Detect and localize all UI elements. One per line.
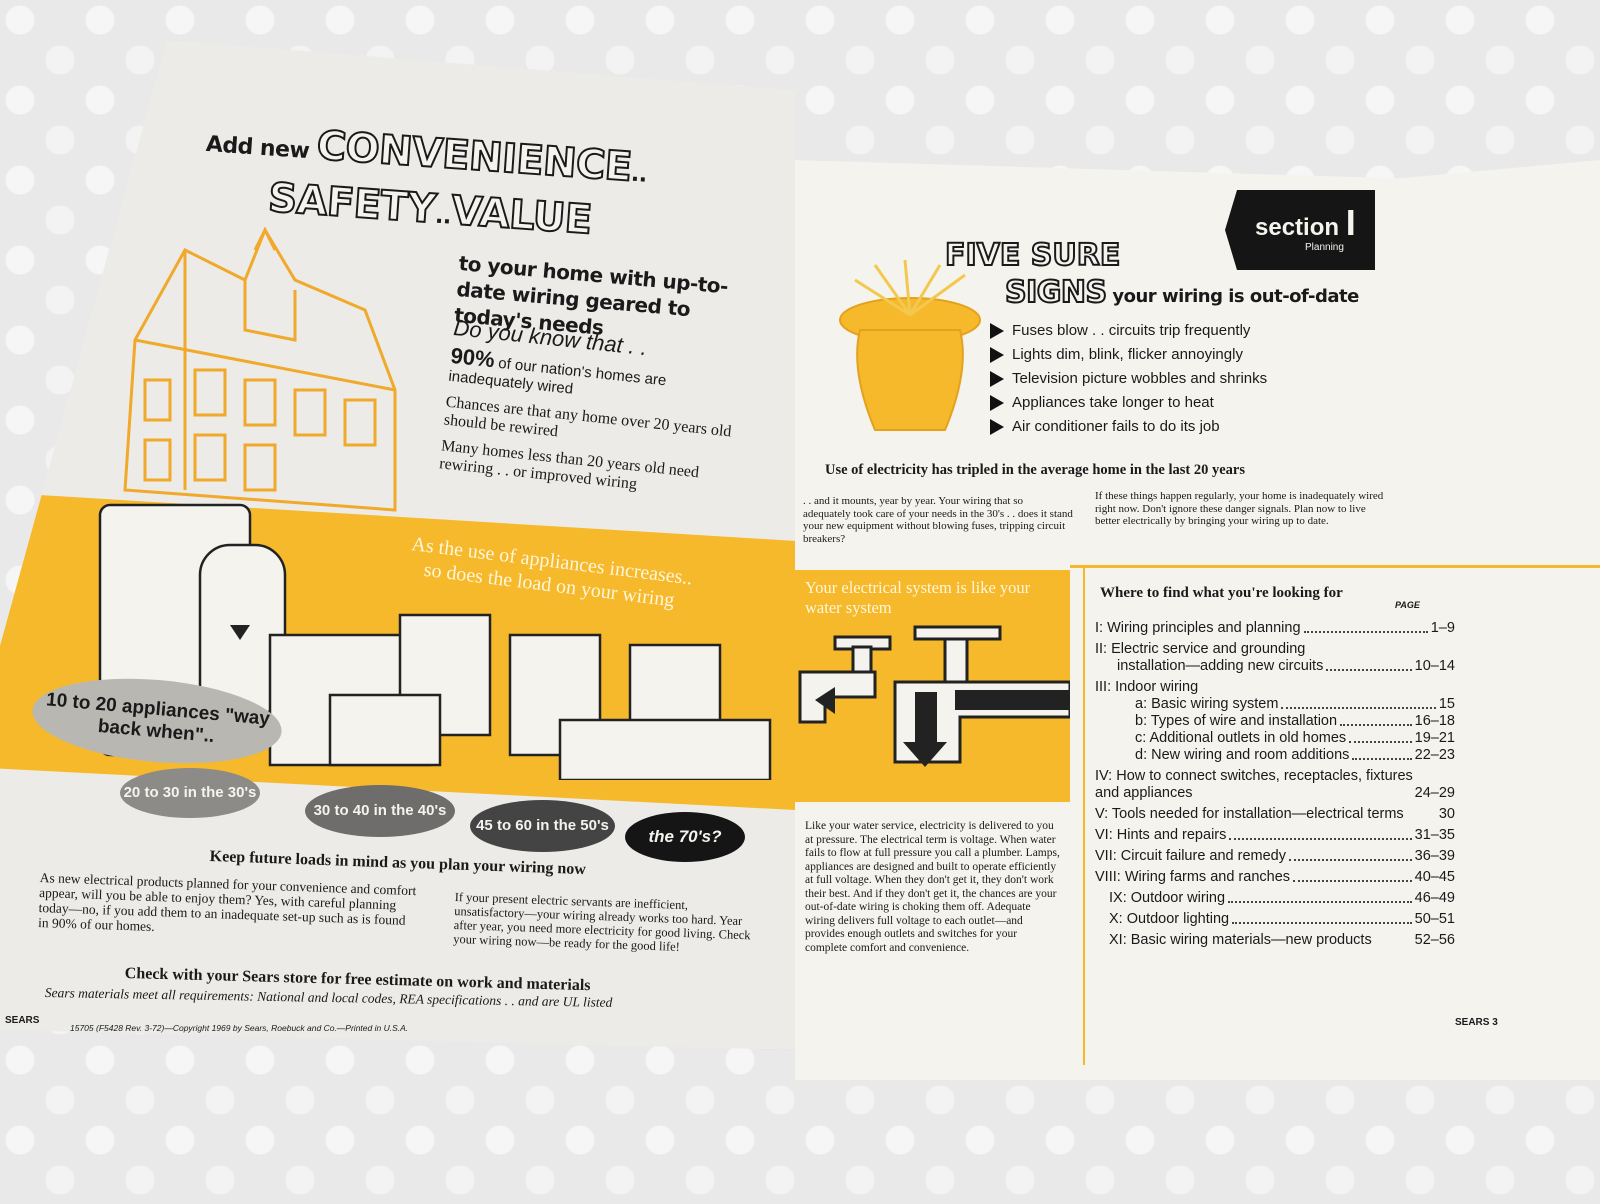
toc-entry[interactable]: IV: How to connect switches, receptacles…	[1095, 768, 1455, 801]
water-text: Like your water service, electricity is …	[805, 820, 1060, 954]
sign-item: Television picture wobbles and shrinks	[990, 370, 1330, 388]
signs-title-line1: FIVE SURE	[944, 237, 1121, 274]
toc-entry[interactable]: V: Tools needed for installation—electri…	[1095, 806, 1455, 822]
arrow-bullet-icon	[990, 371, 1004, 388]
facts-block: Do you know that . . 90% of our nation's…	[438, 315, 753, 504]
section-word: section I	[1255, 202, 1356, 243]
tripled-col1: . . and it mounts, year by year. Your wi…	[803, 495, 1073, 545]
signs-title-line2: SIGNS your wiring is out-of-date	[1004, 274, 1359, 311]
left-page: Add new CONVENIENCE.. SAFETY..VALUE to y…	[0, 40, 795, 1050]
arrow-bullet-icon	[990, 419, 1004, 436]
tripled-col2: If these things happen regularly, your h…	[1095, 490, 1384, 527]
toc-title: Where to find what you're looking for	[1100, 585, 1343, 601]
future-title: Keep future loads in mind as you plan yo…	[209, 848, 587, 879]
signs-list: Fuses blow . . circuits trip frequently …	[990, 322, 1330, 442]
toc-top-rule	[1070, 565, 1600, 568]
future-col1: As new electrical products planned for y…	[37, 870, 417, 935]
left-footer-copyright: 15705 (F5428 Rev. 3-72)—Copyright 1969 b…	[70, 1023, 409, 1033]
section-tab: section I Planning	[1225, 190, 1375, 270]
bubble-30s: 20 to 30 in the 30's	[120, 768, 260, 818]
fuse-illustration	[839, 260, 981, 431]
future-col2: If your present electric servants are in…	[453, 890, 751, 954]
tripled-title: Use of electricity has tripled in the av…	[825, 462, 1246, 478]
arrow-bullet-icon	[990, 323, 1004, 340]
sign-item: Fuses blow . . circuits trip frequently	[990, 322, 1330, 340]
house-illustration	[123, 226, 397, 512]
bubble-70s: the 70's?	[625, 812, 745, 862]
toc-page-label: PAGE	[1395, 600, 1420, 610]
toc-divider	[1083, 565, 1085, 1065]
right-footer: SEARS 3	[1455, 1017, 1498, 1028]
bubble-40s: 30 to 40 in the 40's	[305, 785, 455, 837]
toc-entry[interactable]: III: Indoor wiring	[1095, 679, 1199, 695]
arrow-bullet-icon	[990, 395, 1004, 412]
water-title: Your electrical system is like your wate…	[805, 578, 1031, 617]
sign-item: Lights dim, blink, flicker annoyingly	[990, 346, 1330, 364]
sign-item: Air conditioner fails to do its job	[990, 418, 1330, 436]
faucet-illustration	[798, 625, 1070, 767]
left-footer-brand: SEARS	[5, 1015, 40, 1026]
toc-entry[interactable]: II: Electric service and grounding	[1095, 641, 1306, 657]
sign-item: Appliances take longer to heat	[990, 394, 1330, 412]
right-page: section I Planning FIVE SURE SIGNS your …	[795, 160, 1600, 1080]
bubble-50s: 45 to 60 in the 50's	[470, 800, 615, 852]
arrow-bullet-icon	[990, 347, 1004, 364]
section-sub: Planning	[1305, 242, 1344, 253]
